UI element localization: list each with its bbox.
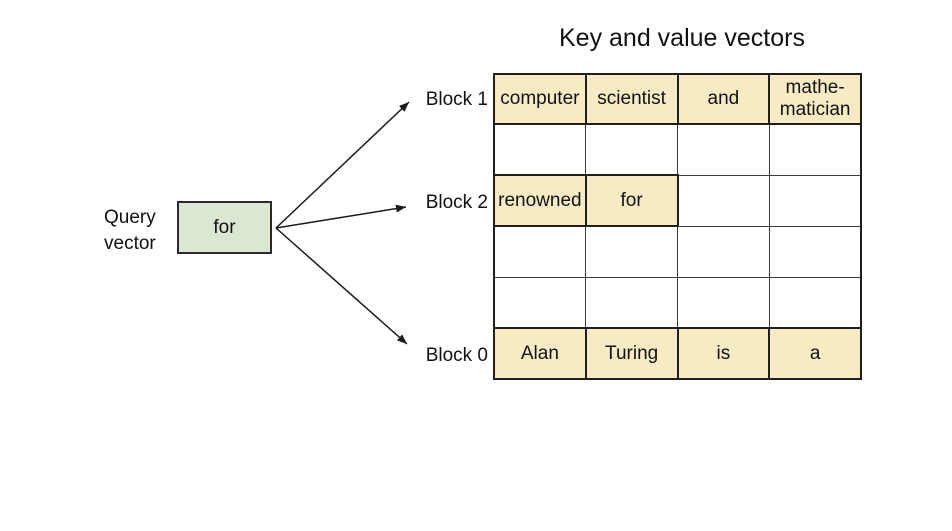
table-cell: Turing [584,327,679,380]
arrow-to-block-0 [275,227,408,345]
table-cell [585,225,678,278]
diagram-title: Key and value vectors [559,24,805,52]
table-cell [768,276,862,329]
table-cell: Alan [493,327,587,380]
table-cell [768,225,862,278]
block-1-label: Block 1 [425,89,488,110]
query-vector-box: for [177,201,272,254]
table-row: renowned for [493,174,862,227]
table-cell: computer [493,73,587,125]
table-row [493,276,862,329]
table-cell: and [676,73,771,125]
table-row: Alan Turing is a [493,327,862,380]
table-cell: for [584,174,679,227]
table-cell: mathe- matician [768,73,862,125]
table-row [493,123,862,176]
arrow-to-block-2 [275,204,407,229]
table-cell: scientist [584,73,679,125]
table-cell [677,276,770,329]
table-cell: is [676,327,771,380]
table-cell [585,276,678,329]
table-cell [493,225,587,278]
table-cell: renowned [493,174,587,227]
table-cell [677,123,770,176]
table-cell [768,123,862,176]
query-vector-label: Query vector [104,207,156,254]
table-cell: a [768,327,862,380]
table-row: computer scientist and mathe- matician [493,73,862,125]
table-row [493,225,862,278]
table-cell [677,174,770,227]
table-cell [585,123,678,176]
arrow-to-block-1 [275,101,410,229]
table-cell [768,174,862,227]
block-0-label: Block 0 [425,345,488,366]
table-cell [493,123,587,176]
block-2-label: Block 2 [425,192,488,213]
table-cell [677,225,770,278]
table-cell [493,276,587,329]
key-value-table: computer scientist and mathe- matician r… [493,73,862,380]
